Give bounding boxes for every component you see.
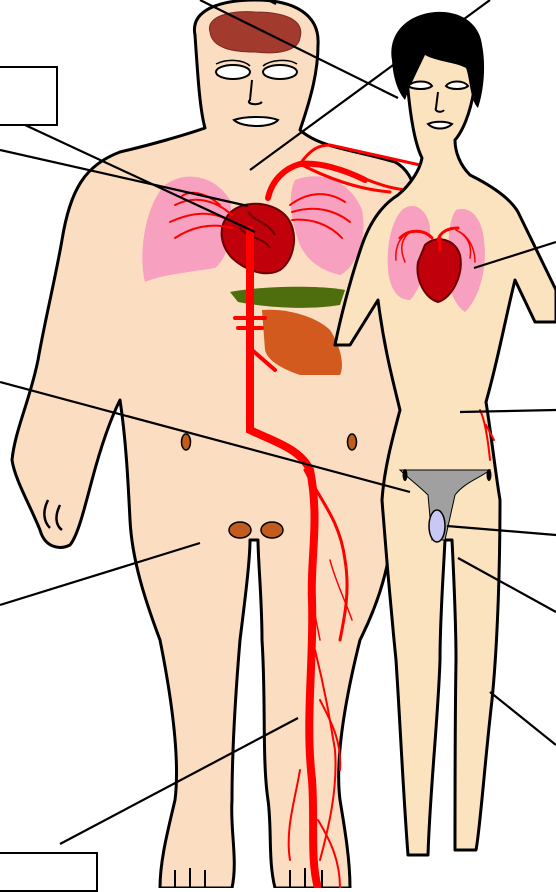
female-left-gland (403, 469, 408, 481)
label-box-bottom-left (0, 852, 98, 892)
male-right-eye (263, 65, 297, 79)
female-right-gland (487, 469, 492, 481)
female-right-eye (446, 82, 468, 90)
female-left-eye (408, 82, 432, 90)
male-figure (12, 0, 420, 888)
female-ovary (429, 510, 445, 542)
male-mouth (234, 117, 278, 126)
male-right-testis (261, 522, 283, 538)
male-right-gland (348, 434, 357, 450)
female-mouth (428, 122, 452, 129)
male-left-eye (216, 65, 250, 79)
label-box-top-left (0, 66, 58, 126)
male-body (12, 0, 420, 888)
male-left-gland (182, 434, 191, 450)
male-left-testis (229, 522, 251, 538)
leader-line (460, 0, 490, 22)
male-brain (209, 12, 300, 53)
leader-line (490, 692, 556, 745)
